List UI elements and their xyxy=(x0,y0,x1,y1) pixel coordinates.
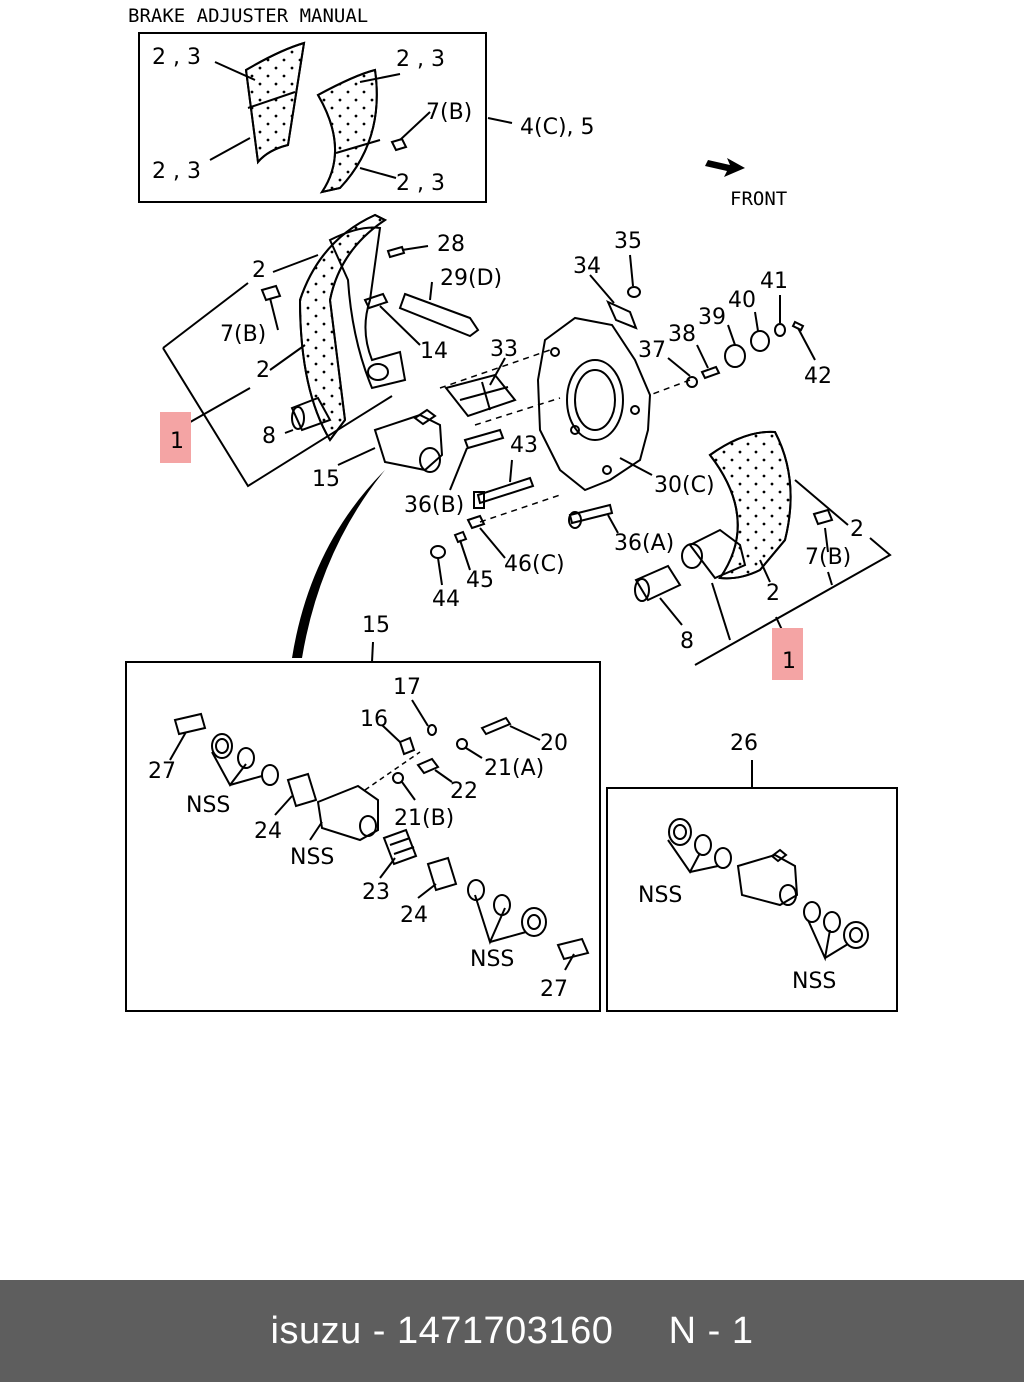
diagram-title: BRAKE ADJUSTER MANUAL xyxy=(128,5,368,27)
wc-label-23: 23 xyxy=(362,880,390,905)
footer-separator: - xyxy=(361,1309,397,1352)
wc-label-16: 16 xyxy=(360,707,388,732)
upper-left-brake-shoe xyxy=(162,213,480,488)
bp-label-44: 44 xyxy=(432,587,460,612)
inset-label-kit: 4(C), 5 xyxy=(520,115,595,140)
inset-label-bolt: 7(B) xyxy=(426,100,472,125)
bp-label-33: 33 xyxy=(490,337,518,362)
parts-diagram: BRAKE ADJUSTER MANUAL 2 , 3 2 , 3 2 , 3 … xyxy=(125,5,898,1012)
bp-label-37: 37 xyxy=(638,338,666,363)
wc-label-nss2: NSS xyxy=(290,845,334,870)
bp-label-35: 35 xyxy=(614,229,642,254)
bp-label-39: 39 xyxy=(698,305,726,330)
ul-label-shoe-top: 2 xyxy=(252,258,266,283)
wheel-cylinder-detail xyxy=(125,661,601,1012)
bp-label-46: 46(C) xyxy=(504,552,565,577)
ul-label-pin28: 28 xyxy=(437,232,465,257)
lining-kit-inset xyxy=(138,32,513,203)
bp-label-38: 38 xyxy=(668,322,696,347)
footer-part-number: 1471703160 xyxy=(397,1309,614,1352)
bp-label-40: 40 xyxy=(728,288,756,313)
ul-assembly-marker: 1 xyxy=(160,412,191,463)
ul-label-shoe-mid: 2 xyxy=(256,358,270,383)
footer-gap xyxy=(613,1310,668,1353)
wc-label-nss1: NSS xyxy=(186,793,230,818)
backing-plate-assembly xyxy=(337,254,816,586)
wc-label-20: 20 xyxy=(540,731,568,756)
ul-label-pin14: 14 xyxy=(420,339,448,364)
kit-label-nss2: NSS xyxy=(792,969,836,994)
bp-label-42: 42 xyxy=(804,364,832,389)
wheel-cylinder-callout-line xyxy=(292,470,385,658)
front-arrow-icon xyxy=(705,158,745,177)
r-assembly-marker: 1 xyxy=(772,628,803,680)
r-label-shoe-top: 2 xyxy=(850,517,864,542)
bp-label-15: 15 xyxy=(312,467,340,492)
wc-label-24b: 24 xyxy=(400,903,428,928)
inset-label-bl: 2 , 3 xyxy=(152,159,201,184)
ul-label-assembly: 1 xyxy=(170,429,184,454)
bp-label-30: 30(C) xyxy=(654,473,715,498)
detail-15-number: 15 xyxy=(362,613,390,638)
r-label-bolt: 7(B) xyxy=(805,545,851,570)
wc-label-27a: 27 xyxy=(148,759,176,784)
wc-label-21b: 21(B) xyxy=(394,806,454,831)
wc-label-27b: 27 xyxy=(540,977,568,1002)
wc-label-21a: 21(A) xyxy=(484,756,544,781)
ul-label-bushing: 8 xyxy=(262,424,276,449)
bp-label-36a: 36(A) xyxy=(614,531,674,556)
r-label-assembly: 1 xyxy=(782,649,796,674)
footer-brand: isuzu xyxy=(270,1309,362,1352)
r-label-bushing: 8 xyxy=(680,629,694,654)
footer-page: N - 1 xyxy=(668,1309,754,1352)
right-brake-shoe xyxy=(634,430,892,666)
bp-label-41: 41 xyxy=(760,269,788,294)
wc-label-24a: 24 xyxy=(254,819,282,844)
r-label-shoe-mid: 2 xyxy=(766,581,780,606)
bp-label-45: 45 xyxy=(466,568,494,593)
ul-label-bolt: 7(B) xyxy=(220,322,266,347)
ul-label-pin29: 29(D) xyxy=(440,266,502,291)
bp-label-43: 43 xyxy=(510,433,538,458)
bp-label-34: 34 xyxy=(573,254,601,279)
inset-label-br: 2 , 3 xyxy=(396,171,445,196)
inset-label-tl: 2 , 3 xyxy=(152,45,201,70)
detail-26-number: 26 xyxy=(730,731,758,756)
wc-label-nss3: NSS xyxy=(470,947,514,972)
front-label: FRONT xyxy=(730,188,787,210)
repair-kit-detail xyxy=(606,787,898,1012)
inset-label-tr: 2 , 3 xyxy=(396,47,445,72)
part-number-footer: isuzu - 1471703160 N - 1 xyxy=(0,1280,1024,1382)
wc-label-17: 17 xyxy=(393,675,421,700)
bp-label-36b: 36(B) xyxy=(404,493,464,518)
wc-label-22: 22 xyxy=(450,779,478,804)
kit-label-nss1: NSS xyxy=(638,883,682,908)
